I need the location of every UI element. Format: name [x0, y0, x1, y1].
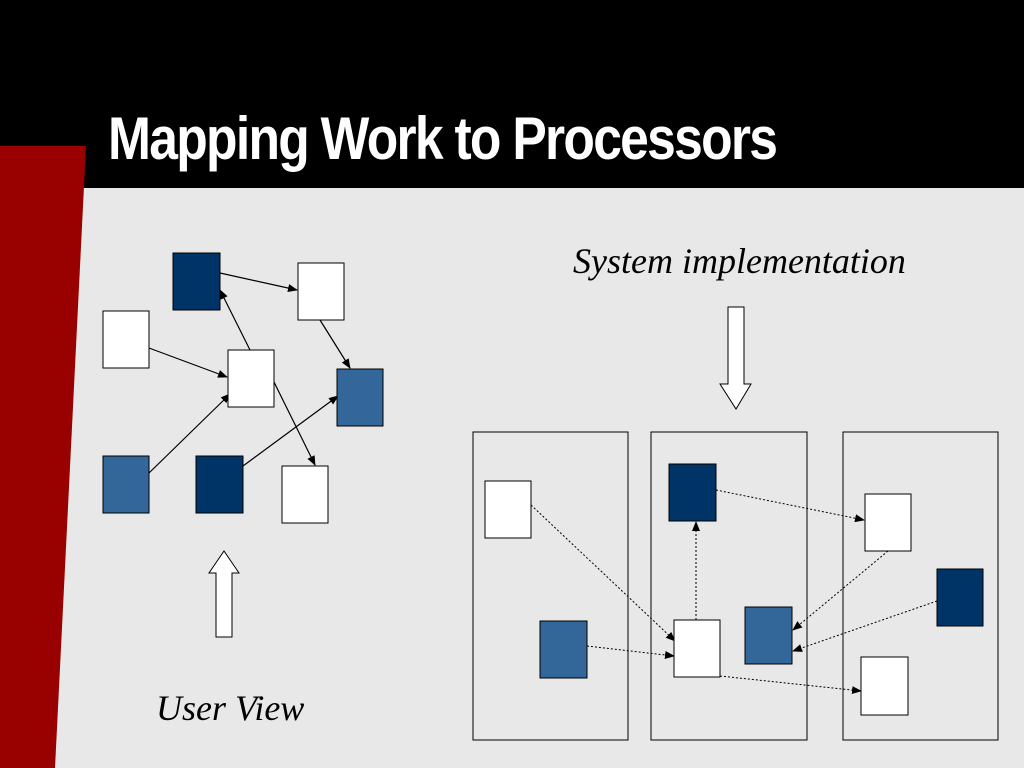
- user-node-a: [172, 252, 221, 311]
- user-node-b: [297, 262, 345, 321]
- processor-box-3: [842, 431, 999, 741]
- system-edge-s5-s8: [719, 675, 862, 695]
- system-node-s1: [484, 480, 532, 539]
- system-node-s2: [539, 620, 588, 679]
- user-edge-a-b: [219, 272, 298, 292]
- system-edge-s2-s5: [586, 645, 675, 659]
- system-edge-s7-s4: [792, 600, 938, 652]
- system-node-s3: [668, 463, 717, 522]
- user-node-g: [195, 455, 244, 514]
- system-edge-s1-s5: [530, 504, 676, 642]
- processor-box-2: [650, 431, 808, 741]
- user-view-caption: User View: [156, 688, 305, 728]
- user-node-e: [336, 368, 384, 427]
- user-node-f: [102, 455, 150, 514]
- user-edge-d-a: [219, 289, 251, 351]
- system-node-s8: [860, 656, 909, 716]
- user-edge-d-h: [272, 379, 316, 466]
- user-edge-g-e: [242, 395, 339, 467]
- system-edge-s3-s6: [715, 489, 865, 523]
- system-node-s5: [673, 619, 721, 678]
- system-implementation-caption: System implementation: [573, 241, 906, 281]
- user-node-h: [281, 465, 329, 524]
- system-node-s4: [744, 606, 793, 665]
- slide-title: Mapping Work to Processors: [108, 105, 778, 172]
- red-accent-stripe: [0, 146, 86, 768]
- user-edge-b-e: [319, 319, 351, 369]
- up-arrow-icon: [208, 550, 240, 638]
- system-node-s7: [936, 568, 984, 627]
- user-edge-c-d: [148, 347, 228, 378]
- user-edge-f-d: [148, 393, 231, 474]
- system-edge-s6-s4: [792, 550, 889, 631]
- user-node-c: [102, 310, 150, 369]
- down-arrow-icon: [719, 306, 752, 410]
- processor-box-1: [472, 431, 629, 741]
- user-node-d: [227, 349, 275, 408]
- title-bar: [0, 0, 1024, 188]
- system-node-s6: [864, 493, 912, 552]
